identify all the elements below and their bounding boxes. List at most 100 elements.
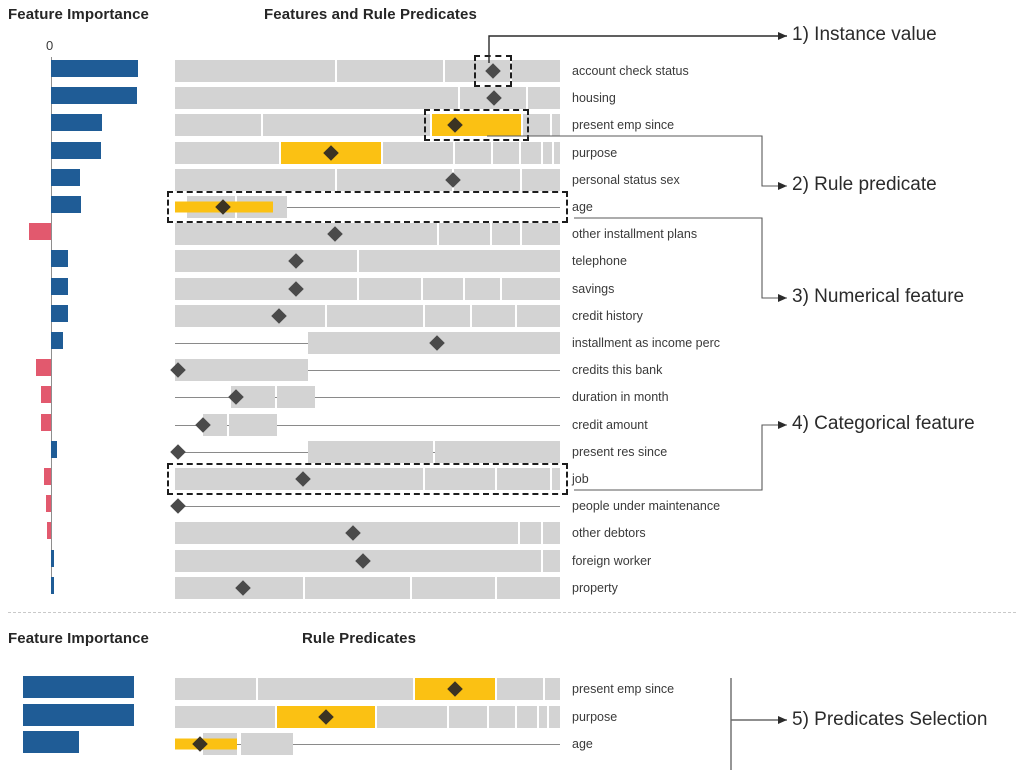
feature-label[interactable]: people under maintenance xyxy=(572,499,721,514)
importance-bar[interactable] xyxy=(51,196,81,213)
feature-label[interactable]: housing xyxy=(572,91,616,106)
category-segment[interactable] xyxy=(528,87,560,110)
category-segment[interactable] xyxy=(449,705,487,728)
predicate-row[interactable] xyxy=(170,359,560,382)
predicate-row[interactable] xyxy=(175,223,560,246)
category-segment[interactable] xyxy=(175,678,256,700)
feature-label[interactable]: present res since xyxy=(572,444,668,459)
category-segment[interactable] xyxy=(175,277,357,300)
category-segment[interactable] xyxy=(359,277,421,300)
category-segment[interactable] xyxy=(175,141,279,164)
instance-value-marker[interactable] xyxy=(170,444,186,460)
importance-bar[interactable] xyxy=(51,332,63,349)
feature-label[interactable]: duration in month xyxy=(572,390,669,405)
category-segment[interactable] xyxy=(454,168,520,191)
feature-label[interactable]: property xyxy=(572,580,618,595)
importance-bar[interactable] xyxy=(41,386,51,404)
distribution-bin[interactable] xyxy=(277,386,315,409)
predicate-row[interactable] xyxy=(175,705,560,728)
category-segment[interactable] xyxy=(489,705,515,728)
importance-bar[interactable] xyxy=(51,277,68,295)
feature-label[interactable]: other installment plans xyxy=(572,227,698,242)
importance-bar[interactable] xyxy=(29,223,51,241)
feature-label[interactable]: age xyxy=(572,200,593,214)
category-segment[interactable] xyxy=(502,277,560,300)
distribution-bin[interactable] xyxy=(175,359,308,382)
predicate-row[interactable] xyxy=(170,495,560,517)
importance-bar[interactable] xyxy=(51,304,68,322)
category-segment[interactable] xyxy=(472,304,515,327)
category-segment[interactable] xyxy=(175,250,357,273)
category-segment[interactable] xyxy=(554,141,560,164)
predicate-row[interactable] xyxy=(175,733,560,755)
feature-label[interactable]: installment as income perc xyxy=(572,336,720,350)
category-segment[interactable] xyxy=(539,705,547,728)
category-segment[interactable] xyxy=(520,522,541,545)
predicate-row[interactable] xyxy=(175,413,560,436)
importance-bar[interactable] xyxy=(51,60,138,77)
instance-value-marker[interactable] xyxy=(170,498,186,514)
feature-label[interactable]: present emp since xyxy=(572,682,675,696)
category-segment[interactable] xyxy=(175,223,437,246)
predicate-row[interactable] xyxy=(175,250,560,273)
category-segment[interactable] xyxy=(522,223,560,246)
feature-label[interactable]: purpose xyxy=(572,709,618,724)
importance-bar[interactable] xyxy=(23,731,79,753)
predicate-row[interactable] xyxy=(175,522,560,545)
distribution-bin[interactable] xyxy=(308,440,433,463)
category-segment[interactable] xyxy=(175,114,261,137)
predicate-row[interactable] xyxy=(175,549,560,572)
category-segment[interactable] xyxy=(543,141,552,164)
predicate-row[interactable] xyxy=(175,386,560,409)
feature-label[interactable]: credit history xyxy=(572,308,643,323)
predicate-row[interactable] xyxy=(175,277,560,300)
importance-bar[interactable] xyxy=(51,440,57,458)
category-segment[interactable] xyxy=(543,522,560,545)
category-segment[interactable] xyxy=(543,549,560,572)
category-segment[interactable] xyxy=(545,678,560,700)
category-segment[interactable] xyxy=(455,141,491,164)
importance-bar[interactable] xyxy=(46,495,51,513)
category-segment[interactable] xyxy=(175,304,325,327)
importance-bar[interactable] xyxy=(36,359,51,377)
importance-bar[interactable] xyxy=(51,114,102,132)
feature-label[interactable]: credits this bank xyxy=(572,363,663,378)
predicate-row[interactable] xyxy=(170,440,560,463)
predicate-row[interactable] xyxy=(175,168,560,191)
category-segment[interactable] xyxy=(497,678,543,700)
importance-bar[interactable] xyxy=(23,703,134,726)
distribution-bin[interactable] xyxy=(203,413,227,436)
predicate-row[interactable] xyxy=(175,678,560,700)
distribution-bin[interactable] xyxy=(241,733,293,755)
feature-label[interactable]: credit amount xyxy=(572,417,648,432)
feature-label[interactable]: age xyxy=(572,737,593,751)
category-segment[interactable] xyxy=(425,468,495,490)
feature-label[interactable]: foreign worker xyxy=(572,553,652,568)
category-segment[interactable] xyxy=(493,141,519,164)
category-segment[interactable] xyxy=(175,60,335,82)
category-segment[interactable] xyxy=(517,304,560,327)
category-segment[interactable] xyxy=(423,277,463,300)
predicate-row[interactable] xyxy=(175,332,560,354)
category-segment[interactable] xyxy=(549,705,560,728)
category-segment[interactable] xyxy=(497,468,550,490)
category-segment[interactable] xyxy=(263,114,430,137)
importance-bar[interactable] xyxy=(47,522,51,540)
feature-label[interactable]: purpose xyxy=(572,145,618,160)
importance-bar[interactable] xyxy=(51,576,54,594)
importance-bar[interactable] xyxy=(51,250,68,268)
importance-bar[interactable] xyxy=(51,87,137,105)
predicate-row[interactable] xyxy=(175,196,560,218)
category-segment[interactable] xyxy=(337,60,443,82)
category-segment[interactable] xyxy=(337,168,452,191)
predicate-row[interactable] xyxy=(175,468,560,490)
predicate-row[interactable] xyxy=(175,60,560,82)
category-segment[interactable] xyxy=(377,705,447,728)
distribution-bin[interactable] xyxy=(229,413,277,436)
category-segment[interactable] xyxy=(492,223,520,246)
feature-label[interactable]: job xyxy=(572,472,589,486)
feature-label[interactable]: other debtors xyxy=(572,526,646,541)
distribution-bin[interactable] xyxy=(231,386,275,409)
category-segment[interactable] xyxy=(175,705,275,728)
feature-label[interactable]: account check status xyxy=(572,64,689,78)
